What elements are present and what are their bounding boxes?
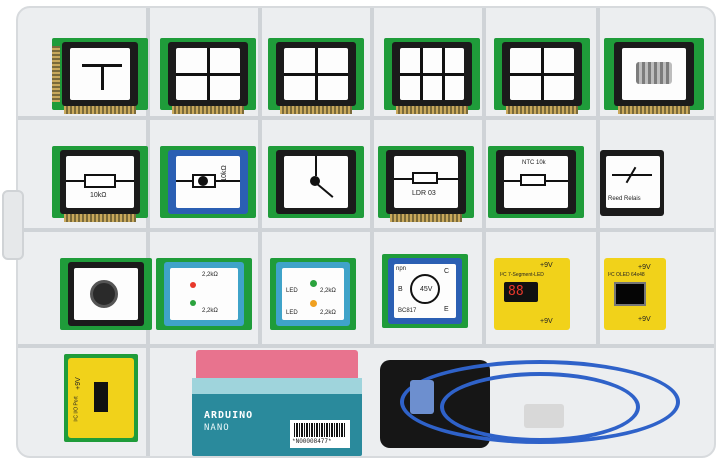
led2-resistor-label-b: 2,2kΩ [320, 310, 336, 316]
pot-value: 10kΩ [220, 165, 228, 182]
io-plus: +9V [74, 377, 82, 390]
ntc-module: NTC 10k [488, 140, 584, 224]
arduino-title: ARDUINO [204, 410, 254, 421]
ntc-label: NTC 10k [522, 160, 546, 166]
oled-plus-top: +9V [638, 264, 651, 271]
led1-resistor-bottom: 2,2kΩ [202, 308, 218, 314]
case-handle [2, 190, 24, 260]
oled-module: +9V I²C OLED 64x48 +9V [604, 258, 668, 334]
led-module-2: LED 2,2kΩ LED 2,2kΩ [270, 252, 356, 336]
wire-module-cross-2 [268, 32, 364, 116]
divider [18, 116, 714, 120]
switch-module [268, 140, 364, 224]
transistor-module: npn 45V B C E BC817 [382, 248, 468, 334]
transistor-collector: C [444, 268, 450, 275]
divider [258, 232, 262, 348]
wire-module-bridge [494, 32, 590, 116]
usb-cable [400, 360, 680, 444]
barcode-sticker: *N00008477* [290, 420, 350, 448]
barcode-number: *N00008477* [292, 438, 332, 445]
oled-name: I²C OLED 64x48 [608, 272, 645, 278]
usb-plug-2 [524, 404, 564, 428]
resistor-value: 10kΩ [90, 192, 107, 199]
transistor-type: npn [396, 266, 407, 272]
divider [18, 228, 714, 232]
led-module-1: 2,2kΩ 2,2kΩ [156, 252, 252, 336]
barcode [294, 423, 346, 437]
ldr-module: LDR 03 [378, 140, 474, 224]
transistor-part: BC817 [398, 308, 417, 314]
divider [482, 8, 486, 348]
transistor-voltage: 45V [420, 286, 433, 293]
io-name: I²C I/O Port [73, 396, 80, 422]
seg-name: I²C 7-Segment-LED [500, 272, 544, 278]
wire-module-double [384, 32, 480, 116]
io-port-module: +9V I²C I/O Port [60, 352, 142, 444]
divider [146, 8, 150, 456]
divider [596, 8, 600, 348]
knob-module [60, 252, 152, 336]
reed-relay-module: Reed Relais [600, 144, 670, 224]
divider [18, 344, 714, 348]
ldr-label: LDR 03 [412, 190, 436, 197]
led2-led-label-b: LED [286, 310, 298, 316]
divider [370, 8, 374, 348]
seg-plus-top: +9V [540, 262, 553, 269]
seg-plus-bottom: +9V [540, 318, 553, 325]
arduino-subtitle: NANO [204, 423, 230, 433]
usb-cable-loop [440, 372, 640, 442]
oled-plus-bottom: +9V [638, 316, 651, 323]
led1-resistor-top: 2,2kΩ [202, 272, 218, 278]
transistor-emitter: E [444, 306, 449, 313]
led2-led-label: LED [286, 288, 298, 294]
usb-plug [410, 380, 434, 414]
potentiometer-module: 10kΩ [160, 140, 256, 224]
wire-module-t [52, 32, 148, 116]
wire-module-cross [160, 32, 256, 116]
transistor-base: B [398, 286, 403, 293]
seven-segment-module: +9V 88 I²C 7-Segment-LED +9V [494, 258, 570, 334]
seg-digits: 88 [508, 284, 524, 299]
resistor-module: 10kΩ [52, 140, 148, 224]
relay-label: Reed Relais [608, 196, 641, 202]
coil-module [604, 32, 704, 116]
led2-resistor-label: 2,2kΩ [320, 288, 336, 294]
